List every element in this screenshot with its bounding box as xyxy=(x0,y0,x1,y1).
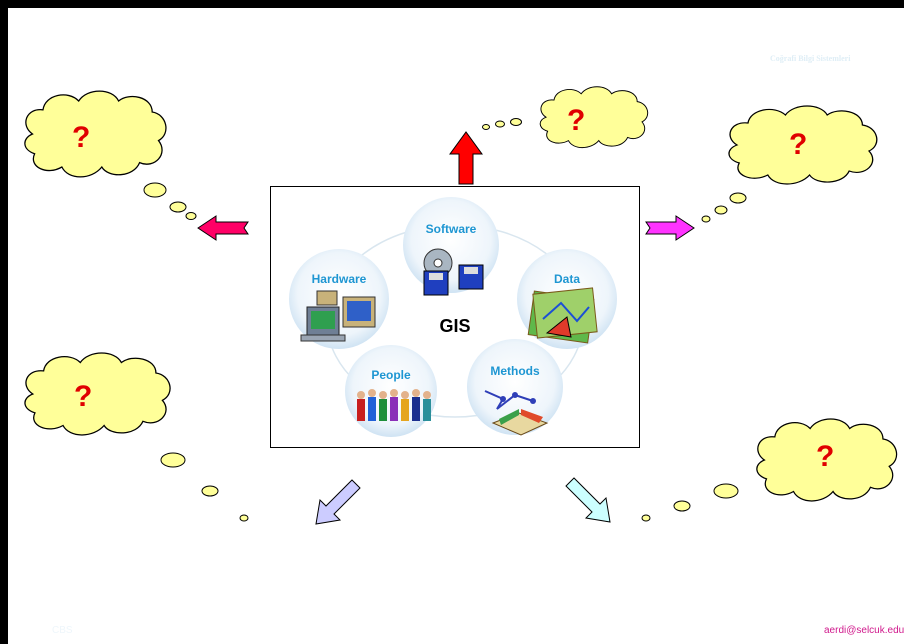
thought-bubble xyxy=(701,215,711,223)
thought-cloud-top-left xyxy=(24,90,167,178)
component-data-label: Data xyxy=(554,272,580,286)
thought-bubble xyxy=(641,514,651,522)
component-software-label: Software xyxy=(426,222,477,236)
question-mark-top-center: ? xyxy=(567,104,586,137)
people-icon xyxy=(357,389,431,421)
gis-center-label: GIS xyxy=(439,316,470,336)
gis-diagram-graphic: Software Hardware xyxy=(289,197,617,437)
thought-bubble xyxy=(482,124,490,130)
arrow-down-right xyxy=(565,477,611,523)
thought-bubble xyxy=(673,500,691,512)
component-data: Data xyxy=(517,249,617,349)
thought-bubble xyxy=(729,192,747,204)
component-hardware: Hardware xyxy=(289,249,389,349)
component-people: People xyxy=(345,345,437,437)
thought-bubble xyxy=(714,205,728,215)
gis-diagram: Software Hardware xyxy=(270,186,640,448)
slide: Coğrafi Bilgi Sistemleri xyxy=(8,8,904,644)
thought-bubble xyxy=(713,483,739,499)
arrow-down-left xyxy=(315,479,361,525)
thought-cloud-middle-left xyxy=(24,352,171,436)
footer-left: CBS xyxy=(52,625,73,636)
component-hardware-label: Hardware xyxy=(312,272,367,286)
arrow-up xyxy=(449,131,483,185)
thought-bubble xyxy=(201,485,219,497)
thought-bubble xyxy=(510,118,522,126)
thought-bubble xyxy=(239,514,249,522)
thought-bubble xyxy=(169,201,187,213)
arrow-left xyxy=(197,215,249,241)
question-mark-top-left: ? xyxy=(72,121,91,154)
component-people-label: People xyxy=(371,368,411,382)
question-mark-bottom-right: ? xyxy=(816,440,835,473)
component-methods: Methods xyxy=(467,339,563,436)
footer-email: aerdi@selcuk.edu.tr xyxy=(824,625,904,636)
question-mark-top-right: ? xyxy=(789,128,808,161)
thought-bubble xyxy=(160,452,186,468)
thought-clouds-layer xyxy=(24,86,898,525)
arrow-right xyxy=(645,215,695,241)
thought-cloud-top-center xyxy=(539,86,649,149)
component-methods-label: Methods xyxy=(490,364,540,378)
component-software: Software xyxy=(403,197,499,296)
thought-bubble xyxy=(185,212,197,220)
question-mark-middle-left: ? xyxy=(74,380,93,413)
thought-bubble xyxy=(143,182,167,198)
floppy-disk-icon xyxy=(423,270,449,296)
slide-header: Coğrafi Bilgi Sistemleri xyxy=(770,54,851,63)
thought-bubble xyxy=(495,120,505,128)
book-icon xyxy=(484,390,549,436)
